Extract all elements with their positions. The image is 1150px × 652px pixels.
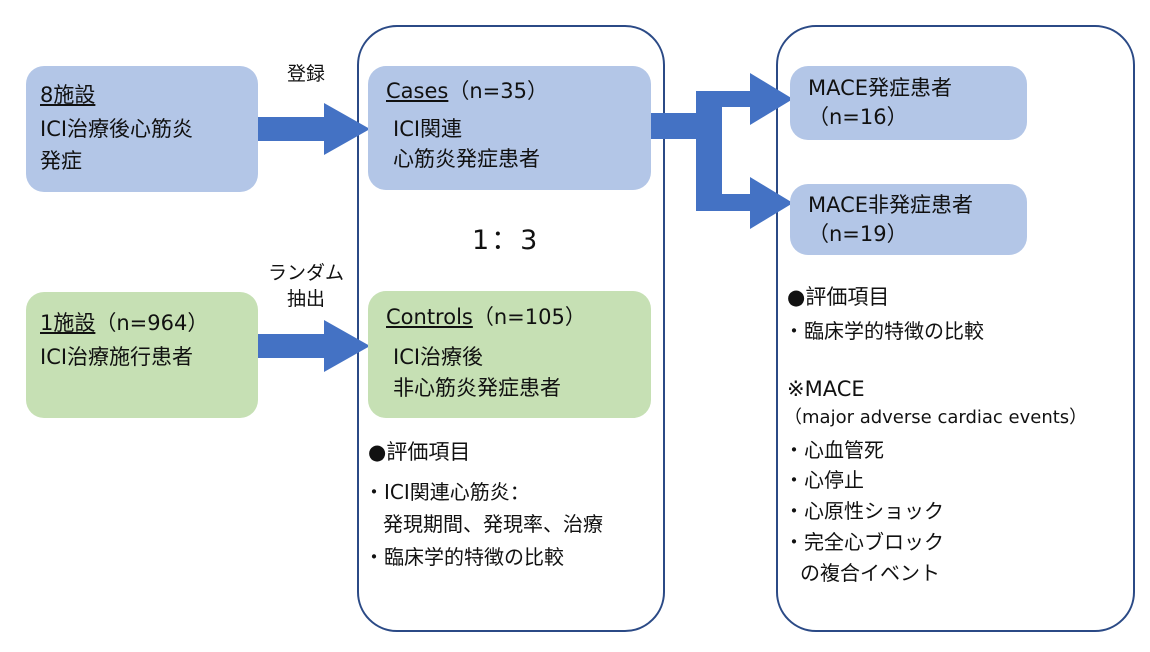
- control-source-box: [26, 292, 258, 418]
- middle-eval-heading: ●評価項目: [368, 440, 471, 464]
- controls-box-line2: 非心筋炎発症患者: [393, 376, 561, 400]
- mace-def-item: ・心血管死: [784, 438, 884, 462]
- control-source-box-header: 1施設（n=964）: [40, 309, 208, 337]
- control-source-box-title: 1施設: [40, 311, 96, 335]
- cases-box: [368, 66, 651, 190]
- split-arrow: [650, 73, 793, 229]
- controls-box-title: Controls: [386, 305, 473, 329]
- cases-box-line2: 心筋炎発症患者: [393, 147, 540, 171]
- control-source-box-n: （n=964）: [95, 311, 209, 335]
- source-box: [26, 66, 258, 192]
- non-mace-box: [790, 184, 1027, 255]
- mace-def-subtitle: （major adverse cardiac events）: [784, 407, 1088, 428]
- register-arrow: [258, 103, 370, 155]
- mace-def-item: ・心原性ショック: [784, 499, 944, 523]
- cases-box-line1: ICI関連: [393, 117, 463, 141]
- middle-eval-item1-detail: 発現期間、発現率、治療: [383, 512, 603, 536]
- source-box-title: 8施設: [40, 83, 96, 107]
- random-arrow: [258, 320, 370, 372]
- mace-box-line2: （n=16）: [808, 105, 908, 129]
- control-source-box-line1: ICI治療施行患者: [40, 345, 194, 369]
- mace-box: [790, 66, 1027, 140]
- cases-box-header: Cases（n=35）: [386, 77, 548, 105]
- right-eval-item1: ・臨床学的特徴の比較: [784, 319, 984, 343]
- mace-box-line1: MACE発症患者: [808, 76, 953, 100]
- mace-def-heading: ※MACE: [787, 377, 865, 401]
- cases-box-n: （n=35）: [448, 79, 548, 103]
- mace-def-footer: の複合イベント: [800, 561, 940, 585]
- random-label-line2: 抽出: [286, 288, 325, 310]
- ratio-label: 1：3: [472, 225, 540, 256]
- random-label-line1: ランダム: [267, 262, 344, 284]
- controls-box-line1: ICI治療後: [393, 345, 484, 369]
- mace-def-item: ・心停止: [784, 468, 864, 492]
- middle-eval-item2: ・臨床学的特徴の比較: [364, 545, 564, 569]
- controls-box-header: Controls（n=105）: [386, 303, 586, 331]
- non-mace-box-line2: （n=19）: [808, 222, 908, 246]
- source-box-line1: ICI治療後心筋炎: [40, 117, 194, 141]
- controls-box: [368, 291, 651, 418]
- middle-eval-item1: ・ICI関連心筋炎：: [364, 480, 530, 504]
- source-box-line2: 発症: [40, 149, 82, 173]
- controls-box-n: （n=105）: [472, 305, 586, 329]
- register-label: 登録: [286, 63, 325, 85]
- mace-def-item: ・完全心ブロック: [784, 530, 944, 554]
- cases-box-title: Cases: [386, 79, 449, 103]
- non-mace-box-line1: MACE非発症患者: [808, 193, 974, 217]
- right-eval-heading: ●評価項目: [787, 285, 890, 309]
